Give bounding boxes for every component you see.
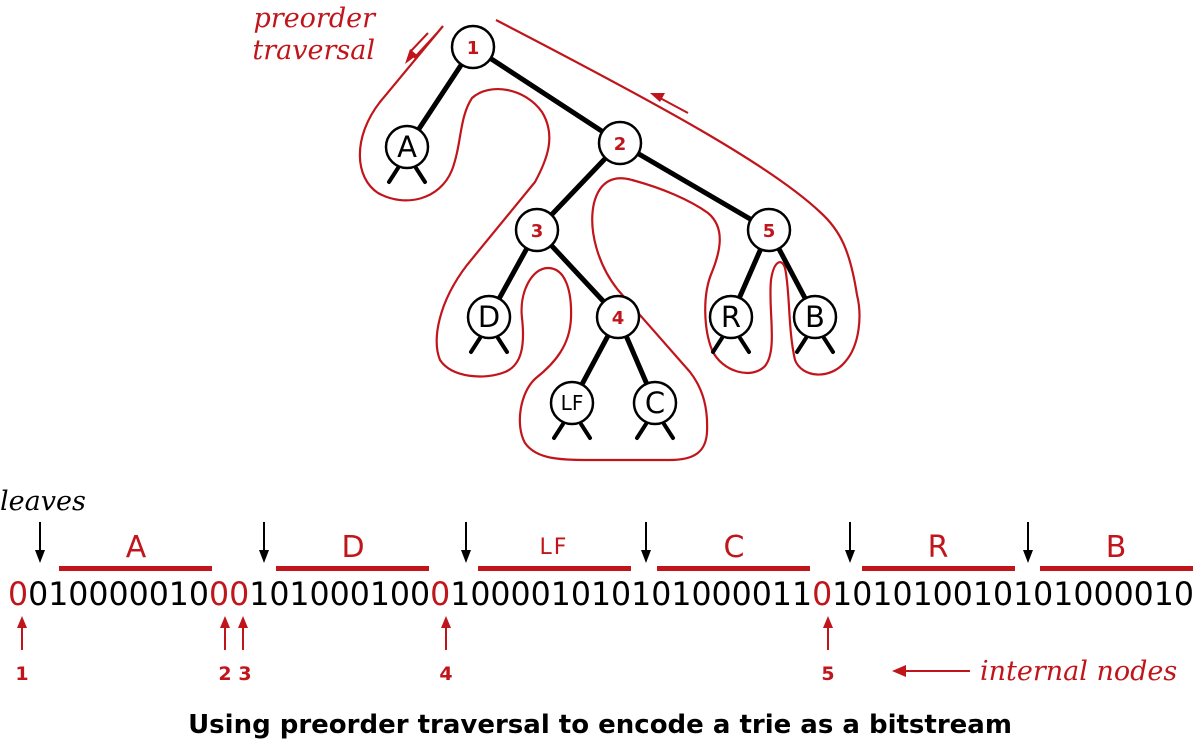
segment-bar-R: [862, 566, 1015, 571]
internal-node-4-label: 4: [612, 308, 625, 329]
segment-bar-D: [276, 566, 429, 571]
leaf-bits: 01000100: [269, 575, 430, 613]
internal-node-bit: 0: [8, 575, 28, 613]
segment-label-LF: LF: [540, 535, 569, 560]
preorder-traversal-label: preorder traversal: [252, 3, 377, 66]
internal-node-4: 4: [595, 294, 641, 340]
leaf-segments: A D LF C R B: [59, 530, 1193, 571]
leaf-node-A: A: [384, 124, 430, 170]
leaf-node-D: D: [466, 294, 512, 340]
leaf-node-D-label: D: [478, 300, 500, 334]
leaf-null-links: [387, 166, 835, 440]
leaf-arrow: [845, 522, 855, 563]
leaf-node-LF-label: LF: [561, 391, 584, 415]
segment-label-D: D: [341, 530, 364, 565]
leaf-arrow: [641, 522, 651, 563]
leaf-bits: 1: [249, 575, 269, 613]
internal-node-bit: 0: [430, 575, 450, 613]
segment-bar-LF: [478, 566, 631, 571]
leaf-bits: 0: [189, 575, 209, 613]
internal-arrow-2: [220, 616, 230, 650]
leaf-bits: 1: [832, 575, 852, 613]
internal-node-3-label: 3: [531, 221, 544, 242]
leaves-label: leaves: [0, 486, 86, 517]
leaf-node-A-label: A: [397, 130, 417, 164]
segment-label-B: B: [1106, 530, 1127, 565]
segment-bar-C: [657, 566, 810, 571]
segment-label-R: R: [928, 530, 949, 565]
leaf-bits: 1: [631, 575, 651, 613]
traversal-direction-arrows: [405, 32, 689, 114]
edge-1-2: [470, 44, 623, 146]
leaf-node-R: R: [708, 294, 754, 340]
leaf-bits: 01000010: [1033, 575, 1194, 613]
internal-node-2-label: 2: [614, 134, 627, 155]
internal-nodes-label: internal nodes: [980, 656, 1177, 687]
leaf-position-arrows: [35, 522, 1033, 563]
segment-label-A: A: [126, 530, 147, 565]
internal-node-1: 1: [450, 24, 496, 70]
bitstream: 0010000010001010001000100001010101000011…: [8, 575, 1194, 613]
edge-2-5: [617, 140, 772, 233]
leaf-bits: 01000011: [651, 575, 812, 613]
internal-arrow-4: [441, 616, 451, 650]
leaf-node-B: B: [792, 294, 838, 340]
internal-arrow-3: [238, 616, 248, 650]
leaf-bits: 00001010: [470, 575, 631, 613]
leaf-node-LF: LF: [549, 380, 595, 426]
internal-arrow-1: [17, 616, 27, 650]
segment-bar-A: [59, 566, 212, 571]
internal-node-bit: 0: [812, 575, 832, 613]
internal-node-bit: 0: [229, 575, 249, 613]
leaf-bits: 01010010: [852, 575, 1013, 613]
leaf-arrow: [1023, 522, 1033, 563]
traversal-contour: [358, 19, 861, 462]
internal-node-2: 2: [597, 120, 643, 166]
segment-label-C: C: [724, 530, 745, 565]
internal-node-5-label: 5: [763, 221, 776, 242]
down-arrow-head: [405, 49, 417, 64]
internal-marker-label-1: 1: [15, 663, 28, 685]
leaf-bits: 1: [450, 575, 470, 613]
internal-nodes-legend: internal nodes: [892, 656, 1177, 687]
leaf-node-R-label: R: [721, 300, 741, 334]
internal-node-3: 3: [514, 207, 560, 253]
preorder-label-line1: preorder: [254, 3, 378, 34]
leaf-node-C: C: [632, 380, 678, 426]
internal-node-bit: 0: [209, 575, 229, 613]
internal-arrow-5: [823, 616, 833, 650]
leaf-arrow: [259, 522, 269, 563]
up-arrow-head: [650, 93, 665, 102]
segment-bar-B: [1040, 566, 1193, 571]
internal-node-markers: 1 2 3 4 5: [15, 616, 835, 685]
internal-marker-label-2: 2: [218, 663, 231, 685]
left-arrow-head: [892, 665, 906, 677]
preorder-label-line2: traversal: [252, 35, 375, 66]
leaf-node-C-label: C: [645, 386, 665, 420]
leaf-arrow: [461, 522, 471, 563]
leaf-node-B-label: B: [805, 300, 825, 334]
figure-caption: Using preorder traversal to encode a tri…: [188, 710, 1012, 740]
internal-node-5: 5: [746, 207, 792, 253]
internal-node-1-label: 1: [467, 38, 480, 59]
leaf-arrow: [35, 522, 45, 563]
leaf-bits: 1: [1013, 575, 1033, 613]
internal-marker-label-5: 5: [821, 663, 834, 685]
internal-marker-label-3: 3: [238, 663, 251, 685]
leaf-bits: 01000001: [28, 575, 189, 613]
internal-marker-label-4: 4: [439, 663, 452, 685]
